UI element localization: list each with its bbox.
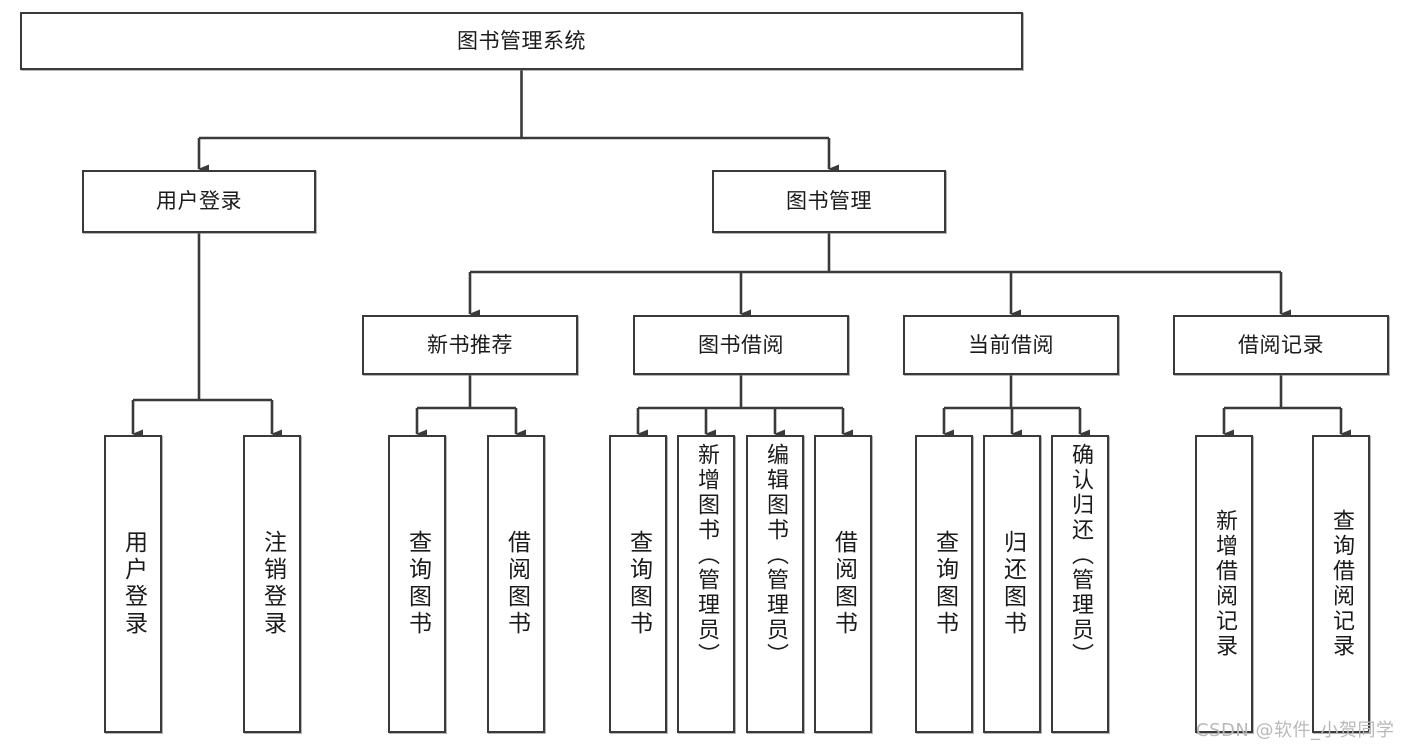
csdn-watermark: CSDN @软件_小贺同学 (1196, 720, 1395, 741)
node-leaf-bw-borrow: 借阅图书 (814, 435, 872, 733)
node-borrow: 图书借阅 (633, 315, 849, 375)
node-label: 新增借阅记录 (1212, 509, 1237, 659)
node-label: 用户登录 (156, 189, 242, 214)
node-label: 确认归还（管理员） (1068, 443, 1093, 668)
node-login: 用户登录 (82, 170, 316, 233)
node-label: 编辑图书（管理员） (763, 443, 788, 668)
node-label: 查询图书 (404, 530, 431, 638)
node-label: 当前借阅 (968, 332, 1054, 357)
node-leaf-rc-query: 查询借阅记录 (1312, 435, 1370, 733)
node-label: 借阅图书 (503, 530, 530, 638)
node-label: 用户登录 (120, 530, 147, 638)
node-leaf-cb-query: 查询图书 (915, 435, 973, 733)
node-label: 查询图书 (931, 530, 958, 638)
node-label: 新增图书（管理员） (694, 443, 719, 668)
node-label: 借阅记录 (1238, 332, 1324, 357)
node-leaf-cb-confirm: 确认归还（管理员） (1051, 435, 1109, 733)
node-bookmgmt: 图书管理 (712, 170, 946, 233)
node-leaf-login: 用户登录 (104, 435, 162, 733)
node-label: 借阅图书 (830, 530, 857, 638)
node-leaf-bw-add: 新增图书（管理员） (677, 435, 735, 733)
node-leaf-rc-add: 新增借阅记录 (1195, 435, 1253, 733)
node-label: 图书管理 (786, 189, 872, 214)
node-leaf-cb-return: 归还图书 (983, 435, 1041, 733)
node-leaf-logout: 注销登录 (243, 435, 301, 733)
node-label: 新书推荐 (427, 332, 513, 357)
node-newbook: 新书推荐 (362, 315, 578, 375)
node-label: 归还图书 (999, 530, 1026, 638)
node-root: 图书管理系统 (20, 12, 1023, 70)
node-leaf-nb-query: 查询图书 (388, 435, 446, 733)
node-label: 查询图书 (625, 530, 652, 638)
node-records: 借阅记录 (1173, 315, 1389, 375)
node-label: 注销登录 (259, 530, 286, 638)
node-label: 查询借阅记录 (1329, 509, 1354, 659)
node-leaf-bw-query: 查询图书 (609, 435, 667, 733)
node-label: 图书借阅 (698, 332, 784, 357)
node-current: 当前借阅 (903, 315, 1119, 375)
node-label: 图书管理系统 (457, 28, 586, 53)
node-leaf-nb-borrow: 借阅图书 (487, 435, 545, 733)
node-leaf-bw-edit: 编辑图书（管理员） (746, 435, 804, 733)
